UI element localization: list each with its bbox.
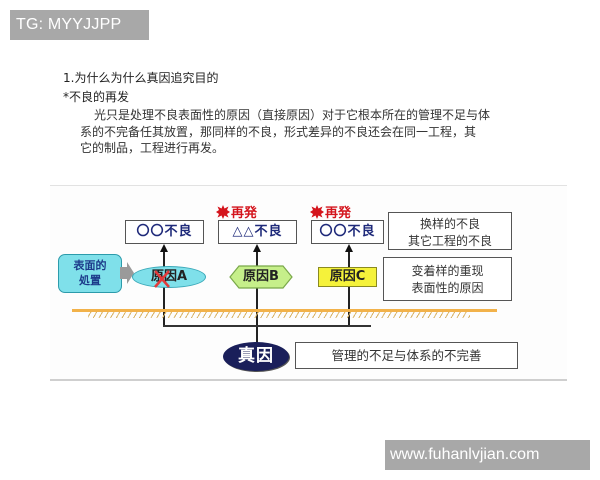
recurrence-label-b: 再発 bbox=[216, 202, 257, 221]
watermark-top: TG: MYYJJPP bbox=[10, 10, 149, 40]
true-cause-description: 管理的不足与体系的不完善 bbox=[295, 342, 518, 369]
section-subheading: *不良的再发 bbox=[63, 90, 130, 104]
connector-line-c bbox=[348, 250, 350, 325]
ground-line bbox=[72, 309, 497, 312]
arrow-up-icon bbox=[345, 244, 353, 252]
cause-c: 原因C bbox=[318, 267, 377, 287]
cause-b: 原因B bbox=[229, 265, 293, 289]
cause-a: 原因A bbox=[132, 266, 206, 288]
surface-treatment-box: 表面的 処置 bbox=[58, 254, 122, 293]
cross-mark-icon bbox=[154, 270, 170, 288]
burst-icon bbox=[310, 205, 324, 219]
explanation-paragraph: 光只是处理不良表面性的原因（直接原因）对于它根本所在的管理不足与体 系的不完备任… bbox=[80, 107, 520, 157]
arrow-up-icon bbox=[160, 244, 168, 252]
defect-box-c: 〇〇不良 bbox=[311, 220, 384, 244]
section-heading: 1.为什么为什么真因追究目的 bbox=[63, 71, 219, 85]
watermark-bottom: www.fuhanlvjian.com bbox=[385, 440, 590, 470]
defect-box-a: 〇〇不良 bbox=[125, 220, 204, 244]
true-cause-badge: 真因 bbox=[223, 342, 289, 371]
arrow-right-icon bbox=[120, 262, 134, 284]
recurrence-label-c: 再発 bbox=[310, 202, 351, 221]
connector-line-b bbox=[256, 250, 258, 345]
burst-icon bbox=[216, 205, 230, 219]
ground-hatching bbox=[88, 312, 470, 318]
hexagon-shape bbox=[229, 265, 293, 289]
paragraph-line: 它的制品，工程进行再发。 bbox=[80, 141, 225, 155]
note-box-variations: 换样的不良 其它工程的不良 bbox=[388, 212, 512, 250]
defect-box-b: △△不良 bbox=[218, 220, 297, 244]
arrow-up-icon bbox=[253, 244, 261, 252]
paragraph-line: 系的不完备任其放置，那同样的不良，形式差异的不良还会在同一工程，其 bbox=[80, 124, 477, 139]
note-box-surface-causes: 变着样的重现 表面性的原因 bbox=[383, 257, 512, 301]
paragraph-line: 光只是处理不良表面性的原因（直接原因）对于它根本所在的管理不足与体 bbox=[94, 108, 491, 122]
root-connector-line bbox=[163, 325, 371, 327]
